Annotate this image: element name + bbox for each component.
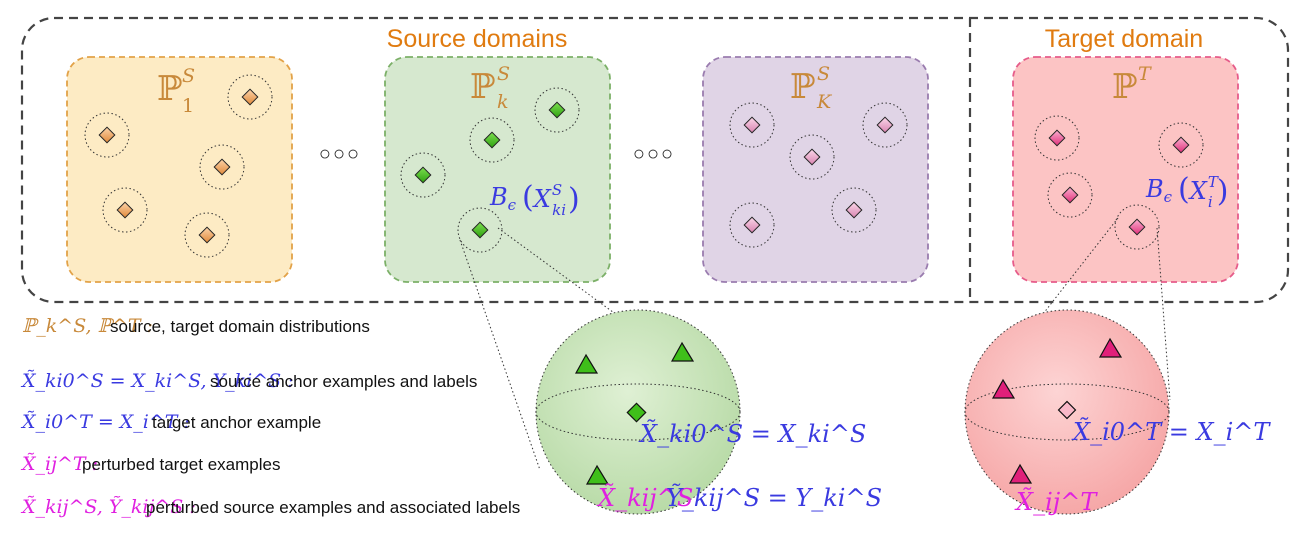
boxK-sample-4 (831, 187, 877, 233)
legend-item-target-anchor: X̃_i0^T = X_i^T : target anchor example (20, 411, 321, 433)
perturbed-target-triangle-2 (991, 378, 1016, 399)
svg-text:ℙ_k^S, ℙ^T :: ℙ_k^S, ℙ^T : (22, 315, 153, 337)
boxk-sample-3 (400, 152, 446, 198)
perturbed-source-triangle-2 (670, 341, 695, 362)
domain-box-1: ℙ S 1 (66, 56, 293, 283)
boxK-base: ℙ (790, 67, 816, 107)
source-zoom-sphere (535, 309, 741, 515)
heading-target-domain: Target domain (1045, 25, 1203, 53)
boxT-sample-2 (1158, 122, 1204, 168)
boxk-sub: k (497, 91, 509, 113)
target-perturbed-label: X̃_ij^T (1014, 488, 1098, 516)
boxT-sup: T (1138, 63, 1152, 85)
svg-text:X̃_i0^T = X_i^T :: X̃_i0^T = X_i^T : (20, 411, 190, 433)
ellipsis-left: ○○○ (319, 143, 361, 165)
domain-box-target: ℙ T (1012, 56, 1239, 283)
svg-text:target anchor example: target anchor example (152, 413, 321, 432)
svg-text:ℙ: ℙ (157, 69, 183, 109)
source-perturbed-label: X̃_kij^S (596, 484, 693, 512)
boxT-sample-3 (1047, 172, 1093, 218)
legend-item-perturbed-source: X̃_kij^S, Ỹ_kij^S : perturbed source exa… (20, 496, 520, 518)
boxK-sample-3 (789, 134, 835, 180)
boxk-sample-2 (469, 117, 515, 163)
perturbed-target-triangle-3 (1008, 463, 1033, 484)
legend-item-distributions: ℙ_k^S, ℙ^T : source, target domain distr… (22, 315, 370, 337)
heading-source-domains: Source domains (387, 25, 568, 53)
target-anchor-label: X̃_i0^T = X_i^T (1071, 418, 1271, 446)
domain-box-k: ℙ S k (384, 56, 611, 283)
box1-sample-5 (184, 212, 230, 258)
outer-dashed-frame (20, 16, 1290, 304)
source-anchor-label: X̃_ki0^S = X_ki^S (638, 420, 866, 448)
svg-text:X̃_ki0^S = X_ki^S, Y_ki^S :: X̃_ki0^S = X_ki^S, Y_ki^S : (20, 370, 294, 392)
box1-base: ℙ (157, 69, 183, 109)
boxk-sample-1 (534, 87, 580, 133)
zoom-lines (459, 217, 1171, 471)
boxT-base: ℙ (1112, 67, 1138, 107)
svg-text:perturbed source examples and: perturbed source examples and associated… (146, 498, 520, 517)
box1-sub: 1 (182, 95, 194, 117)
legend-item-source-anchor: X̃_ki0^S = X_ki^S, Y_ki^S : source ancho… (20, 370, 477, 392)
legend-item-perturbed-target: X̃_ij^T : perturbed target examples (20, 453, 280, 475)
boxT-sample-4 (1114, 204, 1160, 250)
target-anchor-diamond (1057, 400, 1077, 420)
sample-markers (84, 74, 1204, 258)
boxK-sample-1 (729, 102, 775, 148)
perturbed-target-triangle-1 (1098, 337, 1123, 358)
box1-sample-4 (102, 187, 148, 233)
box1-sup: S (182, 65, 195, 87)
boxT-sample-1 (1034, 115, 1080, 161)
svg-text:X̃_kij^S, Ỹ_kij^S :: X̃_kij^S, Ỹ_kij^S : (20, 496, 196, 518)
box1-sample-3 (199, 144, 245, 190)
source-label-label: Ỹ_kij^S = Y_ki^S (666, 483, 882, 512)
box1-sample-2 (84, 112, 130, 158)
ellipsis-right: ○○○ (633, 143, 675, 165)
boxK-sample-2 (862, 102, 908, 148)
boxk-sup: S (497, 63, 510, 85)
boxk-sample-4 (457, 207, 503, 253)
svg-text:source, target domain distribu: source, target domain distributions (110, 317, 370, 336)
svg-text:source anchor examples and lab: source anchor examples and labels (210, 372, 477, 391)
legend: ℙ_k^S, ℙ^T : source, target domain distr… (20, 315, 520, 518)
boxk-base: ℙ (470, 67, 496, 107)
boxK-sample-5 (729, 202, 775, 248)
svg-text:X̃_ij^T :: X̃_ij^T : (20, 453, 98, 475)
svg-text:perturbed target examples: perturbed target examples (82, 455, 280, 474)
boxK-sup: S (817, 63, 830, 85)
target-zoom-sphere (964, 309, 1170, 515)
box1-sample-1 (227, 74, 273, 120)
perturbed-source-triangle-3 (585, 464, 610, 485)
perturbed-source-triangle-1 (574, 353, 599, 374)
domain-box-K: ℙ S K (702, 56, 929, 283)
source-anchor-diamond (626, 402, 647, 423)
boxK-sub: K (816, 91, 833, 113)
